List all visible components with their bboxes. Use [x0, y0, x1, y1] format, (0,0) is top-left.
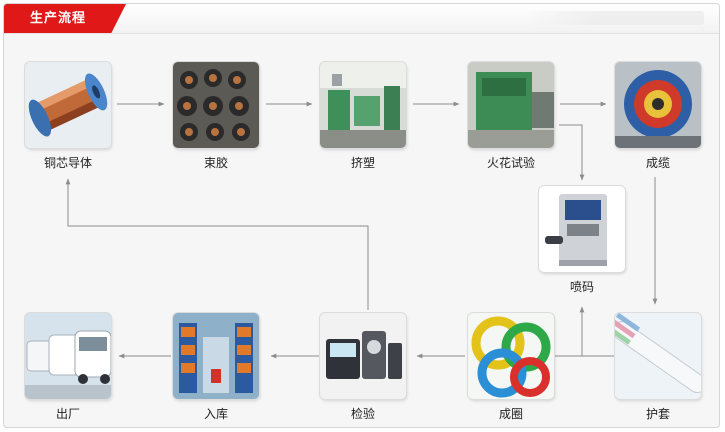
step-bunching: 束胶: [173, 62, 259, 170]
title-tab: [4, 4, 126, 33]
cabling-machine-photo: [615, 62, 701, 148]
extrusion-line-photo: [320, 62, 406, 148]
step-label: 成圈: [498, 407, 523, 421]
step-shipping: 出厂: [25, 313, 111, 421]
warehouse-racks-photo: [173, 313, 259, 399]
step-warehousing: 入库: [173, 313, 259, 421]
step-extrusion: 挤塑: [320, 62, 406, 170]
step-inspection: 检验: [320, 313, 406, 421]
step-sheathing: 护套: [615, 313, 701, 421]
sheathed-cable-photo: [615, 313, 701, 399]
header-decoration: [524, 11, 704, 25]
panel-header: 生产流程: [4, 4, 719, 34]
step-label: 喷码: [569, 280, 594, 294]
step-cabling: 成缆: [615, 62, 701, 170]
inkjet-printer-photo: [539, 186, 625, 272]
step-label: 束胶: [203, 156, 228, 170]
wire-coils-photo: [468, 313, 554, 399]
step-label: 入库: [203, 407, 228, 421]
process-panel: 生产流程: [3, 3, 720, 428]
step-label: 护套: [645, 407, 670, 421]
step-label: 检验: [350, 407, 375, 421]
bunching-machine-photo: [173, 62, 259, 148]
step-label: 铜芯导体: [43, 156, 92, 170]
panel-title: 生产流程: [30, 11, 87, 26]
arrow-sheath-to-printing: [579, 306, 614, 357]
spark-tester-photo: [468, 62, 554, 148]
copper-wire-spool-photo: [25, 62, 111, 148]
step-label: 出厂: [55, 407, 80, 421]
step-label: 火花试验: [486, 156, 535, 170]
arrow-inspect-to-copper: [65, 178, 369, 310]
delivery-trucks-photo: [25, 313, 111, 399]
step-copper-conductor: 铜芯导体: [25, 62, 111, 170]
step-coiling: 成圈: [468, 313, 554, 421]
test-instruments-photo: [320, 313, 406, 399]
step-label: 成缆: [645, 156, 670, 170]
step-inkjet-printing: 喷码: [539, 186, 625, 294]
arrow-spark-to-printing: [559, 124, 585, 181]
flow-connectors: [65, 101, 658, 359]
step-spark-test: 火花试验: [468, 62, 554, 170]
step-label: 挤塑: [350, 156, 375, 170]
